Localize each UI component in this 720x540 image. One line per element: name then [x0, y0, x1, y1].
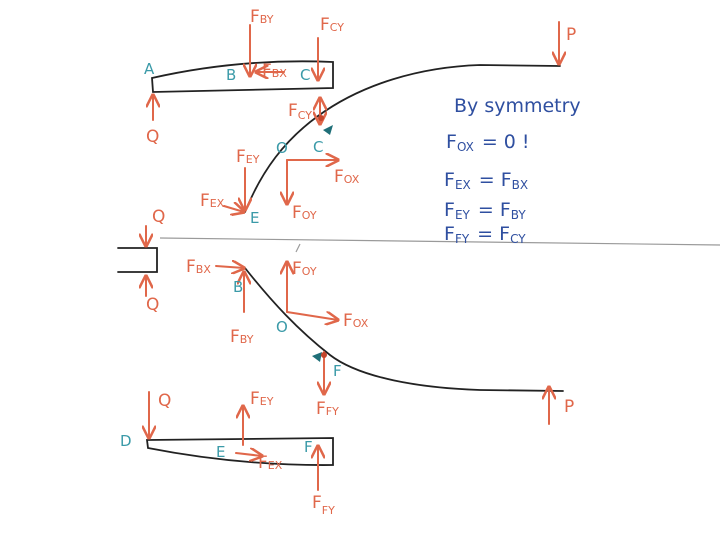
top-link-member — [151, 60, 334, 93]
point-o-top-label: O — [276, 139, 288, 157]
svg-text:FOY: FOY — [292, 259, 317, 279]
svg-text:FFY: FFY — [312, 493, 335, 517]
point-a-label: A — [144, 60, 155, 78]
force-fex-bot-label: FEX — [258, 453, 283, 473]
pin-top-marker — [323, 125, 333, 135]
force-fex-bot-arrow — [235, 453, 262, 456]
point-d-label: D — [120, 432, 132, 450]
symmetry-axis — [159, 237, 720, 246]
point-e-top-label: E — [250, 209, 259, 227]
point-f-bot-label: F — [304, 438, 313, 456]
svg-text:FOX: FOX — [334, 167, 360, 187]
point-f-curve-label: F — [333, 362, 342, 380]
force-fbx-bot-arrow — [215, 266, 244, 268]
svg-text:FEX: FEX — [200, 191, 225, 211]
force-p-bot-label: P — [564, 397, 574, 417]
notes-eq1: FOX= 0 ! — [446, 131, 530, 154]
svg-text:FBX: FBX — [186, 257, 211, 277]
pin-bottom-marker — [312, 352, 322, 362]
notes-eq2: FEX= FBX — [444, 169, 528, 192]
svg-text:FBX: FBX — [262, 61, 287, 81]
svg-text:FBY: FBY — [230, 327, 254, 347]
force-ffy-bot-label: FFY — [312, 493, 335, 517]
force-fey-top-label: FEY — [236, 147, 260, 167]
svg-text:FOY: FOY — [292, 203, 317, 223]
force-fey-bot-label: FEY — [250, 389, 274, 409]
svg-text:FOX: FOX — [343, 311, 369, 331]
point-b-bot-label: B — [233, 278, 243, 296]
svg-text:FEY: FEY — [250, 389, 274, 409]
force-fcy-mid-dot — [318, 115, 324, 121]
axis-tick — [295, 243, 301, 253]
force-p-top-label: P — [566, 25, 576, 45]
force-ffy-mid-dot — [321, 352, 327, 358]
force-fby-bot-label: FBY — [230, 327, 254, 347]
handle-stub — [117, 247, 158, 273]
force-foy-bot-label: FOY — [292, 259, 317, 279]
svg-text:FEX: FEX — [258, 453, 283, 473]
notes-eq4: FFY= FCY — [444, 223, 526, 246]
force-foy-top-label: FOY — [292, 203, 317, 223]
force-fbx-top-label: FBX — [262, 61, 287, 81]
force-fex-top-arrow — [223, 206, 244, 212]
point-c-top-label: C — [300, 66, 310, 84]
force-fbx-bot-label: FBX — [186, 257, 211, 277]
force-q-top-label: Q — [146, 127, 159, 147]
svg-text:FBY: FBY — [250, 7, 274, 27]
force-fex-top-label: FEX — [200, 191, 225, 211]
force-q-bot-label: Q — [158, 391, 171, 411]
force-q-mid-bot-label: Q — [146, 295, 159, 315]
force-fox-bot-label: FOX — [343, 311, 369, 331]
force-fox-bot-arrow — [286, 311, 338, 320]
point-c-curve-label: C — [313, 138, 323, 156]
svg-text:FEY: FEY — [236, 147, 260, 167]
bottom-link-member — [145, 437, 334, 466]
point-o-bot-label: O — [276, 318, 288, 336]
bottom-jaw-member — [244, 267, 564, 392]
force-fcy-top-label: FCY — [320, 15, 344, 35]
svg-text:FFY: FFY — [316, 399, 339, 419]
force-fox-top-label: FOX — [334, 167, 360, 187]
force-fby-top-label: FBY — [250, 7, 274, 27]
notes-heading: By symmetry — [454, 95, 581, 117]
point-e-bot-label: E — [216, 443, 225, 461]
force-q-mid-top-label: Q — [152, 207, 165, 227]
point-b-top-label: B — [226, 66, 236, 84]
force-fcy-mid-label: FCY — [288, 101, 312, 122]
notes-eq3: FEY= FBY — [444, 199, 526, 222]
svg-text:FCY: FCY — [288, 101, 312, 122]
force-ffy-mid-label: FFY — [316, 399, 339, 419]
symmetry-notes: By symmetry FOX= 0 ! FEX= FBX FEY= FBY F… — [444, 95, 581, 246]
svg-text:FCY: FCY — [320, 15, 344, 35]
